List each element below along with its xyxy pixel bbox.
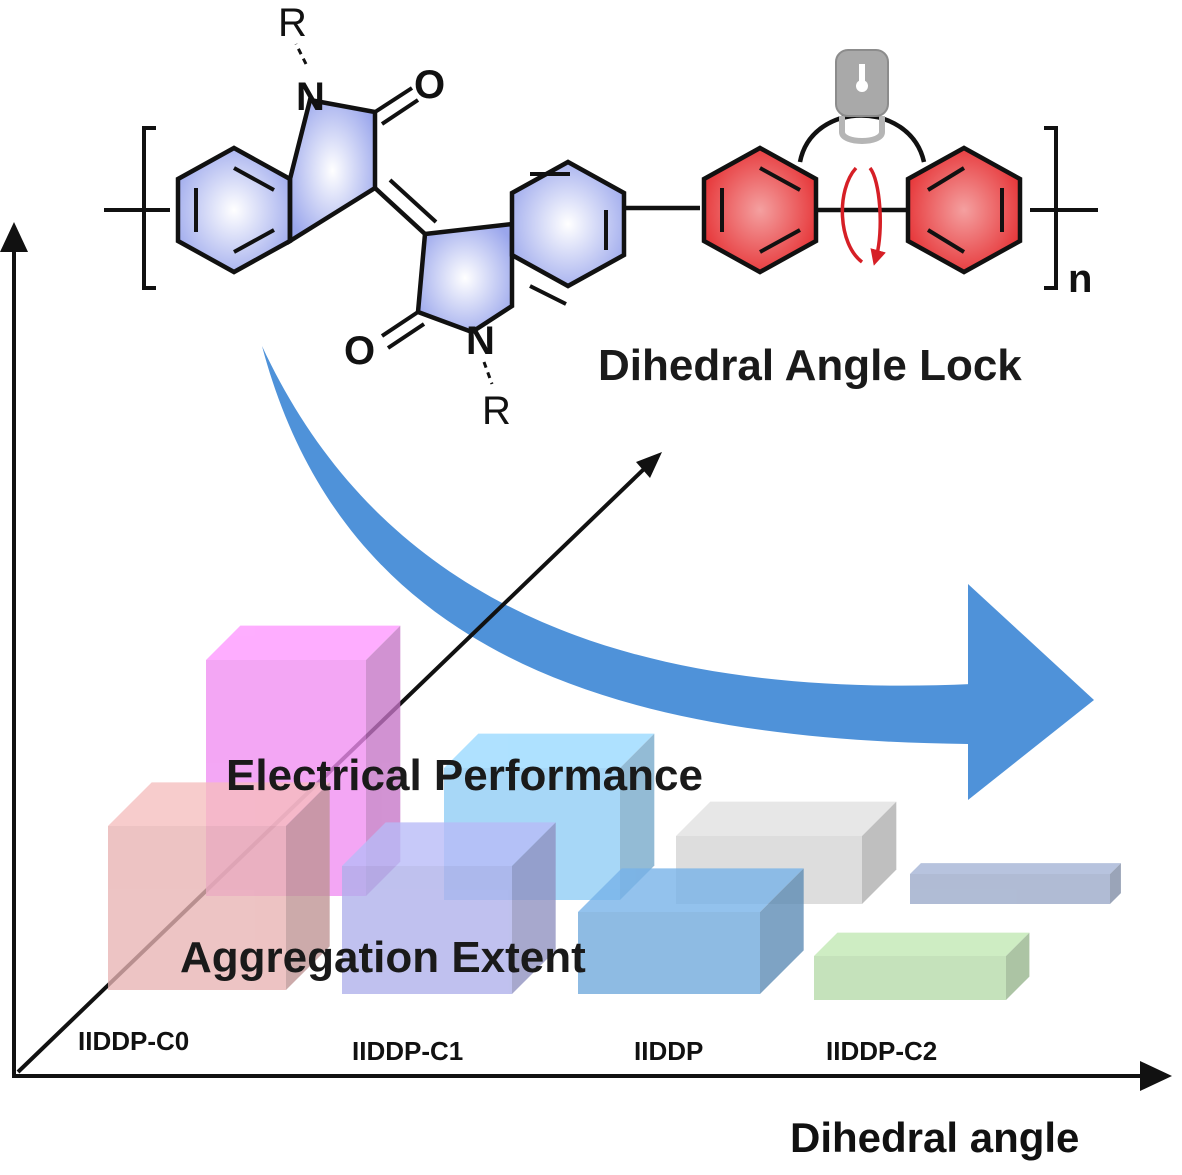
aggregation-box-4 bbox=[814, 932, 1030, 1000]
lactam-ring-bottom bbox=[415, 221, 515, 335]
y-axis-arrow-icon bbox=[0, 222, 28, 252]
sample-label-iiddp-c2: IIDDP-C2 bbox=[826, 1036, 937, 1066]
x-axis-arrow-icon bbox=[1140, 1061, 1172, 1091]
aggregation-box-1 bbox=[108, 782, 330, 990]
trend-arrow-head-icon bbox=[968, 584, 1094, 800]
x-axis-title: Dihedral angle bbox=[790, 1114, 1079, 1161]
sample-label-iiddp-c1: IIDDP-C1 bbox=[352, 1036, 463, 1066]
sample-label-iiddp: IIDDP bbox=[634, 1036, 703, 1066]
r-group-bottom: R bbox=[482, 389, 511, 433]
phenyl-ring-left bbox=[701, 145, 819, 275]
oxygen-top: O bbox=[414, 63, 445, 107]
electrical-performance-label: Electrical Performance bbox=[226, 751, 703, 800]
r-group-top: R bbox=[278, 1, 307, 45]
phenyl-ring-right bbox=[905, 145, 1023, 275]
nitrogen-bottom: N bbox=[466, 319, 495, 363]
oxygen-bottom: O bbox=[344, 329, 375, 373]
bar-boxes bbox=[108, 625, 1121, 1000]
sample-label-iiddp-c0: IIDDP-C0 bbox=[78, 1026, 189, 1056]
lactam-ring-top bbox=[287, 97, 378, 246]
aggregation-box-3 bbox=[578, 868, 804, 994]
nitrogen-top: N bbox=[296, 75, 325, 119]
electrical-box-4 bbox=[910, 863, 1121, 904]
benzene-ring-middle bbox=[509, 159, 627, 289]
axes bbox=[0, 222, 1172, 1091]
trend-arrow-icon bbox=[262, 346, 972, 744]
trend-arrow bbox=[262, 346, 1094, 800]
aggregation-box-2 bbox=[342, 822, 556, 994]
padlock-icon bbox=[835, 49, 889, 144]
repeat-subscript: n bbox=[1068, 257, 1092, 301]
aggregation-extent-label: Aggregation Extent bbox=[180, 933, 586, 982]
rotation-arrow-icon bbox=[868, 166, 886, 266]
bracket-left bbox=[142, 126, 156, 290]
depth-axis-arrow-icon bbox=[636, 452, 662, 478]
bracket-right bbox=[1044, 126, 1058, 290]
dihedral-lock-caption: Dihedral Angle Lock bbox=[598, 341, 1022, 390]
polymer-structure: n O N R O N R bbox=[104, 1, 1098, 433]
rotation-arrow-back bbox=[840, 166, 864, 264]
